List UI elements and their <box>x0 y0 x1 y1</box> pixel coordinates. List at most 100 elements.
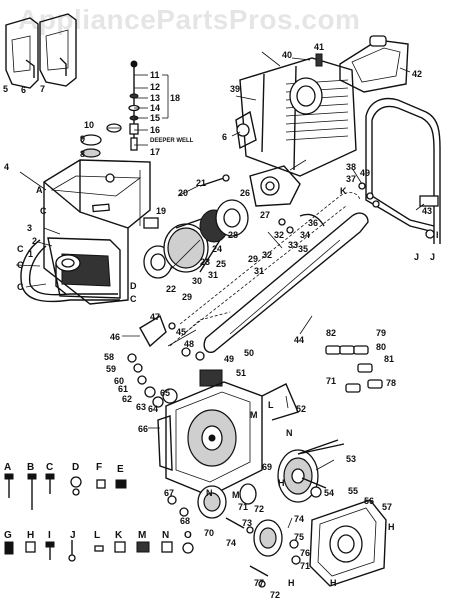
oil-tank[interactable] <box>339 35 409 93</box>
callout-51: 51 <box>236 368 246 378</box>
callout-N-case: N <box>286 428 293 438</box>
guide-bar[interactable] <box>203 212 369 354</box>
callout-4: 4 <box>4 162 9 172</box>
callout-J-handle: J <box>414 252 419 262</box>
callout-8: 8 <box>80 149 85 159</box>
carburetor[interactable] <box>249 159 307 207</box>
callout-3: 3 <box>27 223 32 233</box>
callout-61: 61 <box>118 384 128 394</box>
callout-75: 75 <box>294 532 304 542</box>
legend-A: A <box>4 462 11 473</box>
callout-23: 23 <box>200 257 210 267</box>
callout-11: 11 <box>150 70 160 80</box>
callout-71c: 71 <box>326 376 336 386</box>
callout-55: 55 <box>348 486 358 496</box>
carb-fasteners[interactable] <box>267 213 325 249</box>
clutch-cover[interactable] <box>309 499 387 587</box>
callout-24: 24 <box>212 244 222 254</box>
legend-H: H <box>27 530 34 541</box>
chain-links[interactable] <box>325 345 383 393</box>
gear-53[interactable] <box>261 383 345 503</box>
callout-A-top: A <box>36 185 43 195</box>
gear-case[interactable] <box>157 381 263 497</box>
callout-53: 53 <box>346 454 356 464</box>
legend-L: L <box>94 530 100 541</box>
fastener-K <box>114 541 126 553</box>
fuel-stack-parts[interactable] <box>128 60 169 151</box>
callout-30: 30 <box>192 276 202 286</box>
callout-I-handle: I <box>436 230 439 240</box>
bracket-assembly[interactable] <box>5 13 77 89</box>
fastener-J <box>68 540 76 562</box>
callout-1: 1 <box>28 249 33 259</box>
callout-C-low: C <box>17 260 24 270</box>
callout-27: 27 <box>260 210 270 220</box>
recoil-small-parts[interactable] <box>143 174 230 229</box>
callout-15: 15 <box>150 113 160 123</box>
callout-81: 81 <box>384 354 394 364</box>
callout-60: 60 <box>114 376 124 386</box>
engine-housing[interactable] <box>43 159 151 305</box>
fuel-caps[interactable] <box>80 123 122 158</box>
callout-65: 65 <box>160 388 170 398</box>
callout-38: 38 <box>346 162 356 172</box>
callout-78: 78 <box>386 378 396 388</box>
callout-36: 36 <box>308 218 318 228</box>
legend-B: B <box>27 462 34 473</box>
rear-handle-bar[interactable] <box>365 97 441 244</box>
callout-C-top: C <box>40 206 47 216</box>
fastener-O <box>182 542 194 554</box>
legend-G: G <box>4 530 12 541</box>
fastener-H <box>25 541 36 553</box>
fastener-B <box>27 473 37 510</box>
callout-69: 69 <box>262 462 272 472</box>
callout-M-case: M <box>250 410 258 420</box>
callout-H-cover: H <box>388 522 395 532</box>
callout-H-cover2: H <box>330 578 337 588</box>
callout-H-case: H <box>278 478 285 488</box>
callout-J-handle2: J <box>430 252 435 262</box>
legend-E: E <box>117 464 124 475</box>
callout-72: 72 <box>254 504 264 514</box>
fastener-N <box>161 541 173 553</box>
callout-40: 40 <box>282 50 292 60</box>
fastener-L <box>94 545 104 552</box>
callout-77: 77 <box>254 578 264 588</box>
callout-76: 76 <box>300 548 310 558</box>
callout-28: 28 <box>228 230 238 240</box>
callout-33: 33 <box>288 240 298 250</box>
saw-chain[interactable] <box>169 192 361 347</box>
callout-45: 45 <box>176 327 186 337</box>
bottom-hardware[interactable] <box>225 517 269 588</box>
callout-68: 68 <box>180 516 190 526</box>
callout-37: 37 <box>346 174 356 184</box>
callout-82: 82 <box>326 328 336 338</box>
legend-F: F <box>96 462 102 473</box>
callout-L-case: L <box>268 400 274 410</box>
legend-C: C <box>46 462 53 473</box>
callout-49-top: 49 <box>360 168 370 178</box>
handle-fasteners[interactable] <box>358 182 380 208</box>
fastener-D <box>70 476 82 496</box>
callout-48: 48 <box>184 339 194 349</box>
drum-75[interactable] <box>253 519 301 565</box>
fastener-legend <box>4 473 194 562</box>
chain-guard-parts[interactable] <box>139 314 223 387</box>
callout-42: 42 <box>412 69 422 79</box>
front-handle[interactable] <box>20 239 120 303</box>
leader-lines <box>15 51 425 529</box>
starter-assembly[interactable] <box>143 199 249 279</box>
callout-26: 26 <box>240 188 250 198</box>
callout-31b: 31 <box>254 266 264 276</box>
callout-25: 25 <box>216 259 226 269</box>
clutch-hardware[interactable] <box>127 353 178 408</box>
legend-J: J <box>70 530 76 541</box>
engine-cylinder[interactable] <box>235 53 357 177</box>
callout-67: 67 <box>164 488 174 498</box>
callout-31: 31 <box>208 270 218 280</box>
callout-47: 47 <box>150 312 160 322</box>
callout-2: 2 <box>32 236 37 246</box>
legend-D: D <box>72 462 79 473</box>
callout-72b: 72 <box>270 590 280 600</box>
sprocket-parts[interactable] <box>167 477 327 519</box>
